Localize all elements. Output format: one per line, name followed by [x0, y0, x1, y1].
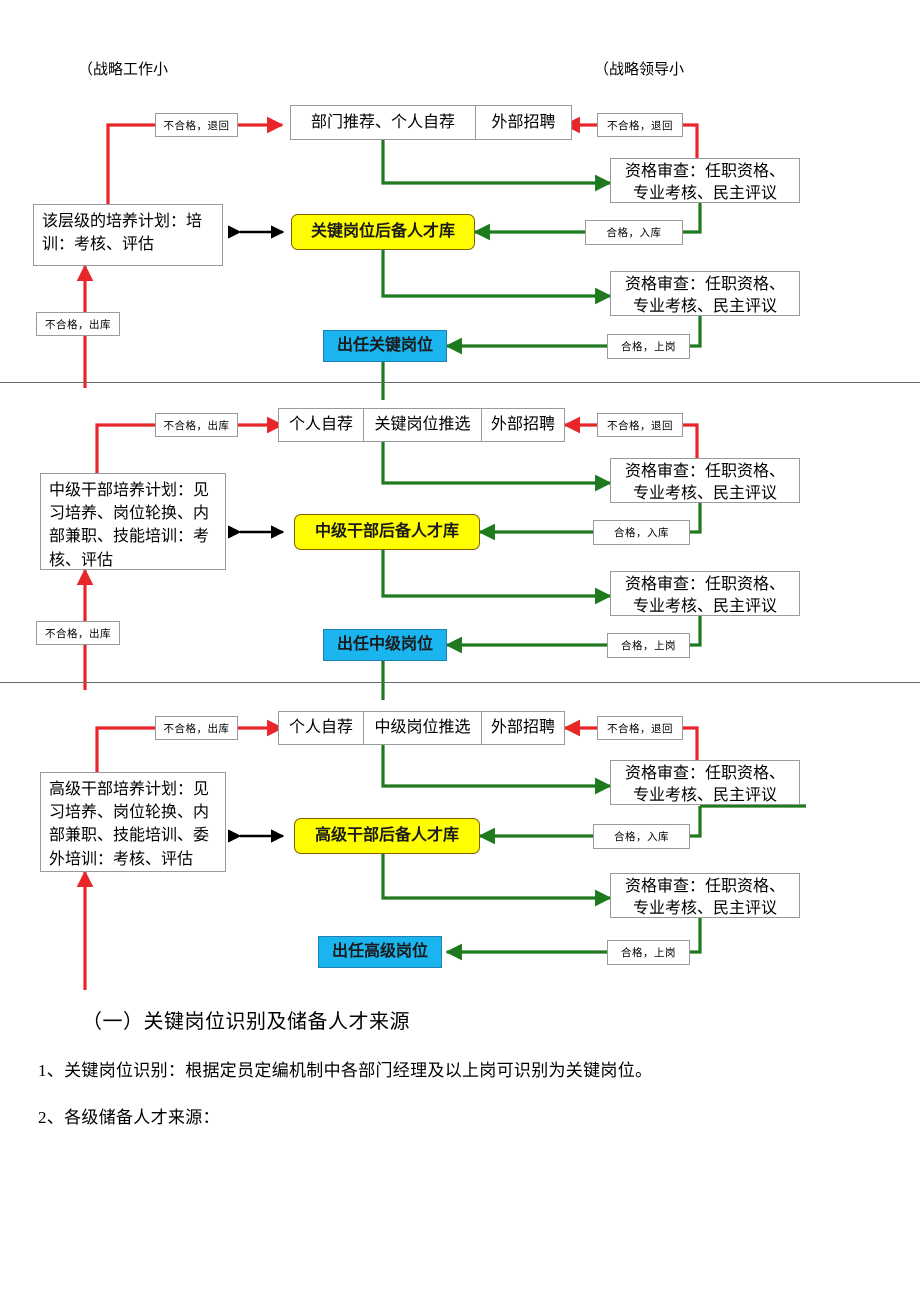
s3-review-box-bottom[interactable]: 资格审查：任职资格、 专业考核、民主评议	[610, 873, 800, 918]
s2-source-label-0: 个人自荐	[288, 416, 353, 434]
section-divider-2	[0, 682, 920, 683]
s1-source-to-review-wire	[381, 140, 612, 192]
s3-source-label-0: 个人自荐	[288, 719, 353, 737]
s3-plan-line-1: 习培养、岗位轮换、内	[49, 804, 210, 822]
s2-review-top-line-0: 资格审查：任职资格、	[624, 463, 785, 480]
s2-pool-to-review2-wire	[381, 550, 612, 605]
s3-source-cell-2[interactable]: 外部招聘	[482, 711, 565, 745]
s3-tag-reject-return-right: 不合格，退回	[597, 716, 683, 740]
section-heading: （一）关键岗位识别及储备人才来源	[82, 1011, 410, 1033]
s2-tag-pass-in: 合格，入库	[593, 520, 690, 545]
s3-plan-line-3: 外培训：考核、评估	[49, 850, 194, 868]
s3-tag-reject-out-left: 不合格，出库	[155, 716, 238, 740]
s1-source-label-0: 部门推荐、个人自荐	[310, 113, 455, 131]
body-paragraph-1: 1、关键岗位识别：根据定员定编机制中各部门经理及以上岗可识别为关键岗位。	[38, 1061, 653, 1080]
s2-talent-pool-box[interactable]: 中级干部后备人才库	[294, 514, 480, 550]
header-note-right: （战略领导小	[594, 62, 685, 78]
s3-review-bottom-line-1: 专业考核、民主评议	[632, 899, 777, 917]
s3-tag-pass-onjob: 合格，上岗	[607, 940, 690, 965]
s1-tag-reject-return-left: 不合格，退回	[155, 113, 238, 137]
s2-review-top-line-1: 专业考核、民主评议	[632, 484, 777, 502]
s2-source-label-2: 外部招聘	[490, 416, 555, 434]
s2-source-cell-0[interactable]: 个人自荐	[278, 408, 364, 442]
s1-review-box-bottom[interactable]: 资格审查：任职资格、 专业考核、民主评议	[610, 271, 800, 316]
s2-source-to-review-wire	[381, 442, 612, 492]
s1-plan-line-1: 训：考核、评估	[42, 236, 155, 254]
s1-review-bottom-line-1: 专业考核、民主评议	[632, 297, 777, 315]
s1-source-cell-0[interactable]: 部门推荐、个人自荐	[290, 105, 476, 140]
s3-plan-line-2: 部兼职、技能培训、委	[49, 827, 210, 845]
s3-review-top-line-1: 专业考核、民主评议	[632, 786, 777, 804]
s2-tag-reject-out-bottom: 不合格，出库	[36, 621, 120, 645]
section-divider-1	[0, 382, 920, 383]
s1-appointment-box[interactable]: 出任关键岗位	[323, 330, 447, 362]
s3-source-label-1: 中级岗位推选	[374, 719, 471, 737]
s2-review-bottom-line-1: 专业考核、民主评议	[632, 597, 777, 615]
s3-pool-to-review2-wire	[381, 854, 612, 907]
s1-review-bottom-line-0: 资格审查：任职资格、	[624, 276, 785, 293]
s2-source-cell-2[interactable]: 外部招聘	[482, 408, 565, 442]
s2-source-label-1: 关键岗位推选	[374, 416, 471, 434]
s3-source-cell-1[interactable]: 中级岗位推选	[364, 711, 482, 745]
s1-development-plan-box[interactable]: 该层级的培养计划：培 训：考核、评估	[33, 204, 223, 266]
s1-talent-pool-box[interactable]: 关键岗位后备人才库	[291, 214, 475, 250]
s2-review-box-bottom[interactable]: 资格审查：任职资格、 专业考核、民主评议	[610, 571, 800, 616]
s1-review-box-top[interactable]: 资格审查：任职资格、 专业考核、民主评议	[610, 158, 800, 203]
s2-appointment-box[interactable]: 出任中级岗位	[323, 629, 447, 661]
s1-tag-pass-onjob: 合格，上岗	[607, 334, 690, 359]
s3-appointment-box[interactable]: 出任高级岗位	[318, 936, 442, 968]
s2-tag-reject-return-right: 不合格，退回	[597, 413, 683, 437]
s1-tag-reject-out: 不合格，出库	[36, 312, 120, 336]
s3-talent-pool-box[interactable]: 高级干部后备人才库	[294, 818, 480, 854]
s3-source-to-review-wire	[381, 745, 612, 795]
s3-source-cell-0[interactable]: 个人自荐	[278, 711, 364, 745]
s2-plan-line-0: 中级干部培养计划：见	[49, 482, 210, 499]
s1-tag-pass-in: 合格，入库	[585, 220, 683, 245]
s2-tag-pass-onjob: 合格，上岗	[607, 633, 690, 658]
s2-review-bottom-line-0: 资格审查：任职资格、	[624, 576, 785, 593]
s1-source-label-1: 外部招聘	[491, 113, 556, 131]
s2-plan-line-2: 部兼职、技能培训：考	[49, 528, 210, 546]
s1-tag-reject-return-right: 不合格，退回	[597, 113, 683, 137]
s3-review-box-top[interactable]: 资格审查：任职资格、 专业考核、民主评议	[610, 760, 800, 805]
s2-source-cell-1[interactable]: 关键岗位推选	[364, 408, 482, 442]
body-paragraph-2: 2、各级储备人才来源：	[38, 1108, 220, 1127]
s3-review-bottom-line-0: 资格审查：任职资格、	[624, 878, 785, 895]
s1-pool-to-review2-wire	[381, 250, 612, 305]
s1-review-top-line-0: 资格审查：任职资格、	[624, 163, 785, 180]
s3-review-top-line-0: 资格审查：任职资格、	[624, 765, 785, 782]
s2-plan-line-1: 习培养、岗位轮换、内	[49, 505, 210, 523]
s1-review-top-line-1: 专业考核、民主评议	[632, 184, 777, 202]
s3-development-plan-box[interactable]: 高级干部培养计划：见 习培养、岗位轮换、内 部兼职、技能培训、委 外培训：考核、…	[40, 772, 226, 872]
s2-plan-line-3: 核、评估	[49, 551, 114, 569]
talent-pipeline-diagram: （战略工作小 （战略领导小 部门推荐、个人自荐 外部招聘 不合格，退回 不合格，…	[0, 62, 920, 990]
s3-tag-pass-in: 合格，入库	[593, 824, 690, 849]
header-note-left: （战略工作小	[78, 62, 169, 78]
s2-review-box-top[interactable]: 资格审查：任职资格、 专业考核、民主评议	[610, 458, 800, 503]
s3-source-label-2: 外部招聘	[490, 719, 555, 737]
body-text-section: （一）关键岗位识别及储备人才来源 1、关键岗位识别：根据定员定编机制中各部门经理…	[0, 1005, 920, 1150]
s1-source-cell-1[interactable]: 外部招聘	[476, 105, 572, 140]
s1-plan-line-0: 该层级的培养计划：培	[42, 213, 203, 230]
s3-plan-line-0: 高级干部培养计划：见	[49, 781, 210, 798]
s2-tag-reject-out-left: 不合格，出库	[155, 413, 238, 437]
s2-development-plan-box[interactable]: 中级干部培养计划：见 习培养、岗位轮换、内 部兼职、技能培训：考 核、评估	[40, 473, 226, 570]
